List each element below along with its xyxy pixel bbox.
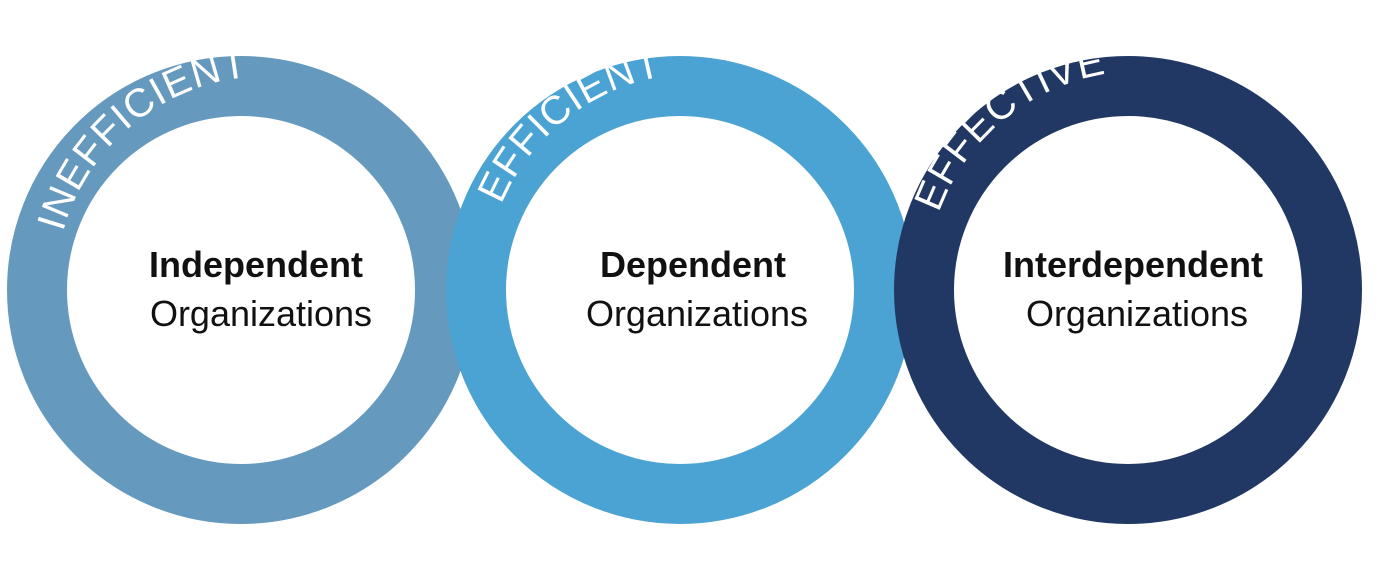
ring-1-band xyxy=(7,56,475,524)
ring-1-title: Independent xyxy=(149,244,363,285)
ring-2-title: Dependent xyxy=(600,244,786,285)
ring-3-band xyxy=(894,56,1362,524)
ring-3-arc-label: EFFECTIVE xyxy=(906,39,1109,216)
ring-inefficient xyxy=(7,56,475,524)
ring-1-subtitle: Organizations xyxy=(150,293,372,334)
ring-2-subtitle: Organizations xyxy=(586,293,808,334)
ring-3-title: Interdependent xyxy=(1003,244,1263,285)
ring-2-band xyxy=(446,56,914,524)
ring-effective xyxy=(894,56,1362,524)
ring-efficient xyxy=(446,56,914,524)
ring-2-arc-label: EFFICIENT xyxy=(470,42,666,209)
ring-3-subtitle: Organizations xyxy=(1026,293,1248,334)
